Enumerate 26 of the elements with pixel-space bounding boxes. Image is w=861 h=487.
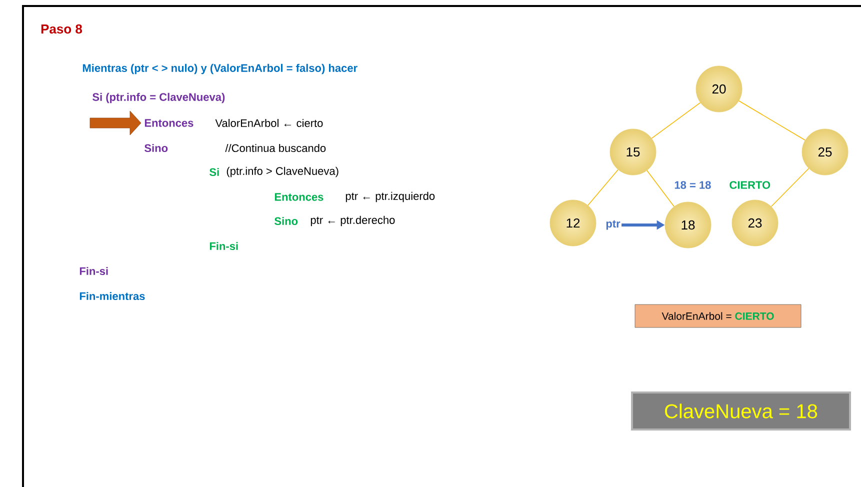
tree-edge <box>738 100 806 141</box>
keyword: Fin-mientras <box>80 292 145 300</box>
tree-edge <box>770 168 810 207</box>
tree-edge <box>588 169 618 206</box>
pointer-label: ptr <box>606 220 620 230</box>
keyword: Entonces <box>144 119 194 127</box>
keyword: Sino <box>144 144 168 152</box>
code-comment: //Continua buscando <box>225 144 326 152</box>
keyword: Sino <box>274 216 298 226</box>
key-box: ClaveNueva = 18 <box>631 392 852 430</box>
status-box: ValorEnArbol = CIERTO <box>634 304 802 328</box>
result-text: CIERTO <box>730 181 770 189</box>
comparison-text: 18 = 18 <box>674 181 711 189</box>
code-line: Si (ptr.info = ClaveNueva) <box>92 92 225 104</box>
tree-edge <box>651 102 701 139</box>
code-text: ptr ← ptr.derecho <box>310 216 395 226</box>
slide-title: Paso 8 <box>41 24 82 34</box>
keyword: Fin-si <box>210 242 238 250</box>
tree-edge <box>646 170 674 207</box>
code-text: ValorEnArbol ← cierto <box>215 118 323 128</box>
code-text: (ptr.info > ClaveNueva) <box>226 166 338 178</box>
code-text: ptr ← ptr.izquierdo <box>346 192 435 202</box>
code-line: Mientras (ptr < > nulo) y (ValorEnArbol = falso) hacer <box>82 64 358 74</box>
keyword: Entonces <box>274 193 324 201</box>
keyword: Si <box>210 168 219 176</box>
keyword: Fin-si <box>80 266 108 276</box>
